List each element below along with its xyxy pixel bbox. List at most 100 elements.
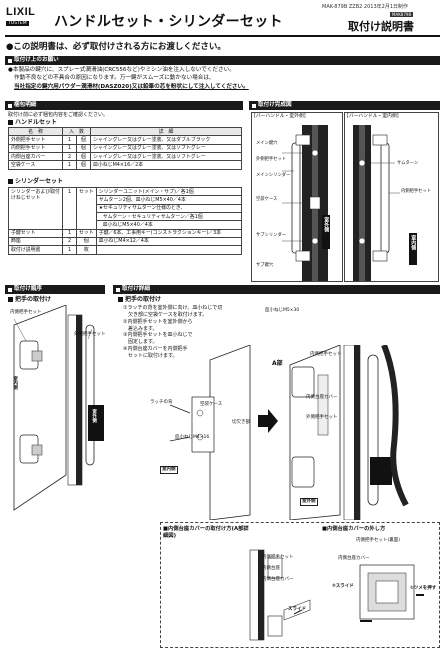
table-row: 外側把手セット 1 個 シャイングレー又はグレー塗装、又はダブルブラック	[8, 135, 242, 145]
caution-body: ●本製品の鍵穴に、スプレー式潤滑油(CRC556など)やミシン油を注入しないでく…	[8, 67, 438, 92]
square-icon	[252, 103, 256, 108]
step-line: ④内側台座カバーを内側把手	[123, 346, 188, 353]
cell-qty: 1	[62, 187, 77, 230]
cell-spec: シャイングレー又はグレー塗装、又はソフトグレー	[90, 143, 242, 153]
caution-section-bar: 取付け上のお願い	[5, 56, 440, 65]
step-line: 欠き部に空袋ケースを取付けます。	[123, 311, 208, 318]
cell-name: 内側把手セット	[8, 143, 63, 153]
completion-inside-panel: [バーハンドル・室内側] サムターン 内側把手セット 室内側	[344, 112, 439, 282]
outer-handle-label: 外側把手セット	[256, 157, 287, 162]
cell-qty: 1	[62, 228, 77, 238]
detail-title: 取付け詳細	[122, 286, 150, 292]
step-line: ②内側把手セットを室外側から	[123, 318, 193, 325]
cell-spec: シャイングレー又はグレー塗装、又はソフトグレー	[90, 151, 242, 162]
brand-name: LIXIL	[6, 6, 36, 18]
remove-heading: ■内側台座カバーの外し方	[322, 526, 386, 532]
cell-qty: 1	[62, 245, 77, 255]
col-name: 名 称	[8, 126, 63, 137]
doc-mark: MAK879B	[390, 12, 414, 17]
inside-panel-title: [バーハンドル・室内側]	[347, 114, 399, 119]
detail-screw-m4-label: 皿小ねじM4×16	[175, 435, 210, 440]
mount-heading: ■内側台座カバーの取付け方(A部詳細図)	[163, 526, 249, 539]
cell-name: 飾座	[8, 236, 63, 247]
cell-name: 外側把手セット	[8, 135, 63, 145]
detail-steps: ①ラッチの背を室外側に向け、皿小ねじで切 欠き部に空袋ケースを取付けます。 ②内…	[123, 305, 293, 360]
remove-inner-handle-label: 内側把手セット(裏面)	[356, 538, 401, 543]
parts-title: 梱包明細	[14, 102, 37, 108]
table-row: 空袋ケース 1 個 皿小ねじM4×16／2本	[8, 160, 242, 170]
procedure-title: 取付け順序	[14, 286, 42, 292]
handle-set-heading: ハンドルセット	[8, 119, 57, 127]
detail-exploded-illustration	[169, 345, 409, 520]
procedure-section-bar: 取付け順序	[5, 285, 105, 294]
col-qty: 入 数	[62, 126, 91, 137]
detail-outside-tag: 室外側	[300, 498, 318, 506]
inside-tag: 室内側	[410, 235, 417, 250]
cell-spec: シリンダーユニット(メイン・サブ)／各1個	[95, 186, 243, 197]
remove-slide-label: ②スライド	[332, 584, 354, 589]
table-row: 内側台座カバー 2 個 シャイングレー又はグレー塗装、又はソフトグレー	[8, 151, 242, 162]
detail-screw-m5-label: 皿小ねじM5×30	[265, 308, 300, 313]
cell-spec: サムターン2個、皿小ねじM5×40／4本	[95, 195, 243, 205]
mount-inner-handle-label: 内側把手セット	[262, 555, 294, 560]
square-icon	[8, 287, 12, 292]
cylinder-set-heading: シリンダーセット	[8, 178, 63, 186]
mount-inner-base-label: 内側台座	[262, 566, 280, 571]
detail-latch-back-label: ラッチの背	[150, 400, 173, 405]
square-icon	[8, 297, 13, 303]
square-icon	[8, 179, 13, 185]
mount-slide-label: スライド	[288, 607, 306, 612]
inside-door-illustration	[353, 125, 417, 281]
completion-title: 取付け完成図	[258, 102, 292, 108]
cell-spec: 皿小ねじM4×12／4本	[95, 236, 243, 247]
cell-unit: 枚	[76, 245, 97, 255]
table-row: 子鍵セット 1 セット 子鍵／6本、工事用キー(コンストラクションキー)／3本	[8, 228, 243, 238]
cell-qty: 2	[62, 151, 77, 162]
brand-logo: LIXIL TOSTEM	[6, 6, 42, 28]
proc-outer-handle-label: 外側把手セット	[74, 332, 106, 337]
cell-qty: 2	[62, 236, 77, 247]
cell-unit: 個	[76, 143, 91, 153]
detail-notch-label: 切欠き部	[232, 420, 250, 425]
page-subtitle: 取付け説明書	[348, 20, 414, 33]
cylinder-set-heading-label: シリンダーセット	[15, 178, 64, 185]
procedure-heading-label: 把手の取付け	[15, 296, 52, 303]
empty-case-label: 空袋ケース	[256, 197, 278, 202]
main-cylinder-label: メインシリンダー	[256, 173, 291, 178]
step-line: 固定します。	[123, 339, 158, 346]
cell-unit: 個	[76, 160, 91, 170]
caution-line-2: 作動不良などの不具合の原因になります。万一鍵がスムーズに動かない場合は、	[14, 75, 215, 82]
cell-spec	[95, 245, 243, 255]
sub-cylinder-label: サブシリンダー	[256, 233, 287, 238]
cover-detail-box	[160, 522, 440, 648]
detail-inner-handle-label: 内側把手セット	[310, 352, 342, 357]
cell-name: 子鍵セット	[8, 228, 63, 238]
table-row: 取付け説明書 1 枚	[8, 245, 243, 255]
remove-illustration	[359, 564, 424, 622]
doc-meta: MAK-879B ZZB2 2013年2月1日制作	[322, 4, 408, 10]
table-row: シリンダーおよび取付けねじセット 1 セット シリンダーユニット(メイン・サブ)…	[8, 186, 243, 230]
brand-tag: TOSTEM	[6, 20, 29, 27]
detail-section-bar: 取付け詳細	[113, 285, 440, 294]
parts-section-bar: 梱包明細	[5, 101, 243, 110]
sub-keyhole-label: サブ鍵穴	[256, 263, 274, 268]
square-icon	[118, 297, 123, 303]
square-icon	[116, 287, 120, 292]
cell-unit: 個	[76, 135, 91, 145]
caution-title: 取付け上のお願い	[14, 57, 59, 63]
inner-handle-label: 内側把手セット	[401, 189, 432, 194]
cell-spec: 皿小ねじM5×40／4本	[95, 220, 243, 230]
detail-empty-case-label: 空袋ケース	[200, 402, 223, 407]
notice-text: ●この説明書は、必ず取付けされる方にお渡しください。	[6, 42, 226, 52]
completion-section-bar: 取付け完成図	[249, 101, 440, 110]
step-line: ①ラッチの背を室外側に向け、皿小ねじで切	[123, 305, 223, 311]
outside-panel-title: [バーハンドル・室外側]	[254, 114, 306, 119]
cell-spec: 子鍵／6本、工事用キー(コンストラクションキー)／3本	[95, 228, 243, 238]
detail-outer-handle-label: 外側把手セット	[306, 415, 338, 420]
cell-name: 取付け説明書	[8, 245, 63, 255]
main-keyhole-label: メイン鍵穴	[256, 141, 278, 146]
cell-spec: 皿小ねじM4×16／2本	[90, 160, 242, 170]
detail-inner-cover-label: 内側台座カバー	[306, 395, 338, 400]
cell-qty: 1	[62, 143, 77, 153]
step-line: セットに取付けます。	[123, 352, 178, 359]
